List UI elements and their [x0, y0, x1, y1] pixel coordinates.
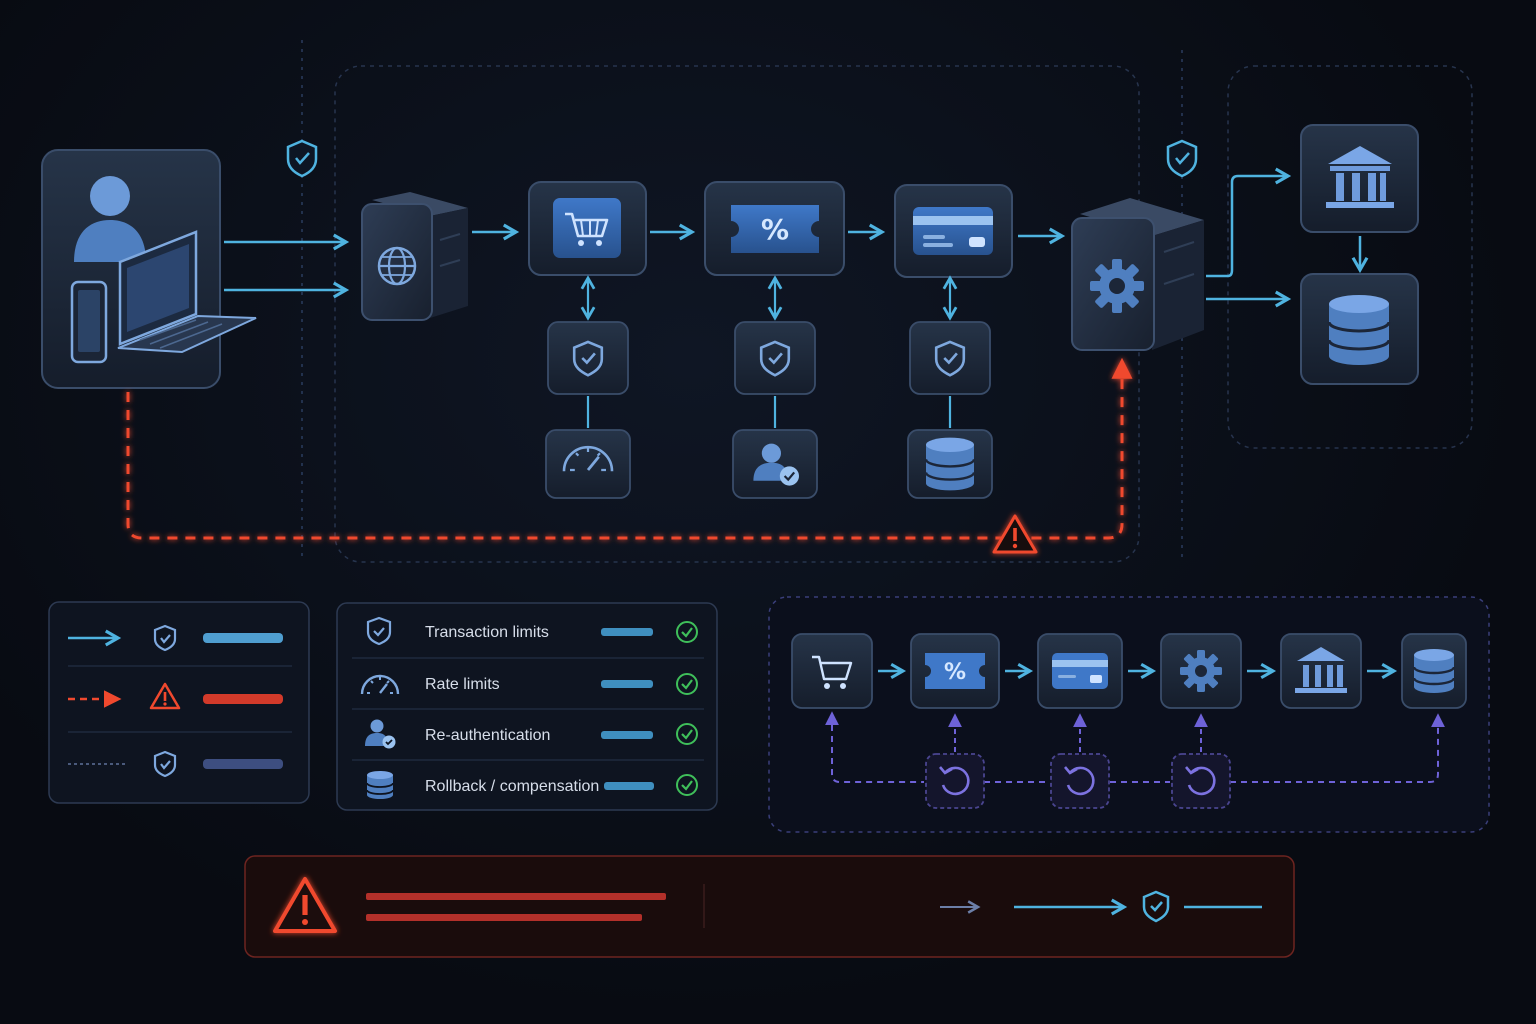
check-circle-icon — [676, 723, 698, 745]
saga-step-node[interactable] — [1037, 633, 1123, 709]
alert-text-bar — [366, 914, 642, 921]
legend-row-failure-flow — [68, 682, 283, 710]
user-check-icon — [365, 719, 396, 749]
check-node[interactable] — [907, 429, 993, 499]
control-label: Rate limits — [425, 676, 500, 693]
control-row-rate-limits: Rate limits — [360, 673, 698, 695]
orchestrator-node[interactable] — [1071, 198, 1204, 351]
shield-check-icon — [366, 616, 392, 646]
gauge-icon — [360, 674, 400, 695]
saga-step-node[interactable]: % — [910, 633, 1000, 709]
database-icon — [366, 771, 394, 799]
shield-check-icon — [572, 340, 604, 377]
shield-check-icon — [1142, 890, 1170, 923]
guard-node[interactable] — [547, 321, 629, 395]
backend-zone — [1227, 65, 1473, 449]
shield-check-icon — [153, 624, 177, 652]
check-circle-icon — [676, 621, 698, 643]
database-icon — [1412, 649, 1456, 693]
bank-icon — [1295, 647, 1347, 693]
check-circle-icon — [676, 673, 698, 695]
user-check-icon — [753, 443, 799, 486]
guard-node[interactable] — [734, 321, 816, 395]
guard-node[interactable] — [909, 321, 991, 395]
database-icon — [924, 437, 976, 491]
control-label: Rollback / compensation — [425, 778, 599, 795]
laptop-icon — [117, 230, 257, 354]
bank-node[interactable] — [1300, 124, 1419, 233]
gear-icon — [1090, 259, 1144, 313]
shield-check-icon — [153, 750, 177, 778]
client-devices-node[interactable] — [41, 149, 257, 389]
legend-row-boundary — [68, 750, 283, 778]
shield-check-icon — [759, 340, 791, 377]
bank-icon — [1326, 146, 1394, 208]
legend-row-secure-flow — [68, 624, 283, 652]
rollback-node[interactable] — [1171, 753, 1231, 809]
svg-text:%: % — [944, 660, 966, 685]
undo-icon — [1185, 766, 1216, 796]
saga-step-node[interactable] — [1160, 633, 1242, 709]
undo-icon — [1064, 766, 1095, 796]
check-circle-icon — [676, 774, 698, 796]
control-row-rollback: Rollback / compensation — [366, 771, 698, 799]
promotion-service-node[interactable]: % — [704, 181, 845, 276]
database-icon — [1327, 295, 1391, 365]
control-row-transaction-limits: Transaction limits — [366, 616, 698, 646]
saga-panel: % — [768, 596, 1490, 833]
ledger-database-node[interactable] — [1300, 273, 1419, 385]
shield-check-icon — [934, 340, 966, 377]
warning-icon — [273, 877, 337, 933]
saga-step-node[interactable] — [791, 633, 873, 709]
gear-icon — [1180, 650, 1222, 692]
undo-icon — [939, 766, 970, 796]
check-node[interactable] — [545, 429, 631, 499]
check-node[interactable] — [732, 429, 818, 499]
coupon-icon: % — [925, 653, 985, 689]
compensation-path — [1230, 713, 1445, 783]
alert-text-bar — [366, 893, 666, 900]
rollback-node[interactable] — [1050, 753, 1110, 809]
gauge-icon — [562, 445, 614, 472]
rollback-node[interactable] — [925, 753, 985, 809]
cart-icon — [812, 655, 853, 689]
boundary-shield-icon — [286, 139, 318, 178]
saga-step-node[interactable] — [1280, 633, 1362, 709]
card-icon — [913, 207, 993, 255]
compensation-path — [825, 711, 924, 783]
api-gateway-node[interactable] — [361, 192, 468, 321]
svg-text:%: % — [761, 213, 789, 246]
warning-icon — [149, 682, 181, 710]
legend-panel — [48, 601, 310, 804]
alert-bar — [244, 855, 1295, 958]
coupon-icon: % — [731, 205, 819, 253]
flow-arrow — [1206, 167, 1292, 278]
control-label: Re-authentication — [425, 727, 550, 744]
cart-service-node[interactable] — [528, 181, 647, 276]
boundary-shield-icon — [1166, 139, 1198, 178]
control-label: Transaction limits — [425, 624, 549, 641]
card-icon — [1052, 653, 1108, 689]
phone-icon — [70, 280, 108, 364]
saga-step-node[interactable] — [1401, 633, 1467, 709]
user-icon — [74, 176, 146, 262]
globe-icon — [377, 246, 417, 286]
control-row-reauthentication: Re-authentication — [365, 719, 698, 749]
controls-panel: Transaction limits Rate limits — [336, 602, 718, 811]
warning-icon — [992, 514, 1038, 554]
cart-icon — [565, 212, 609, 246]
payment-service-node[interactable] — [894, 184, 1013, 278]
failure-path — [126, 357, 1133, 540]
